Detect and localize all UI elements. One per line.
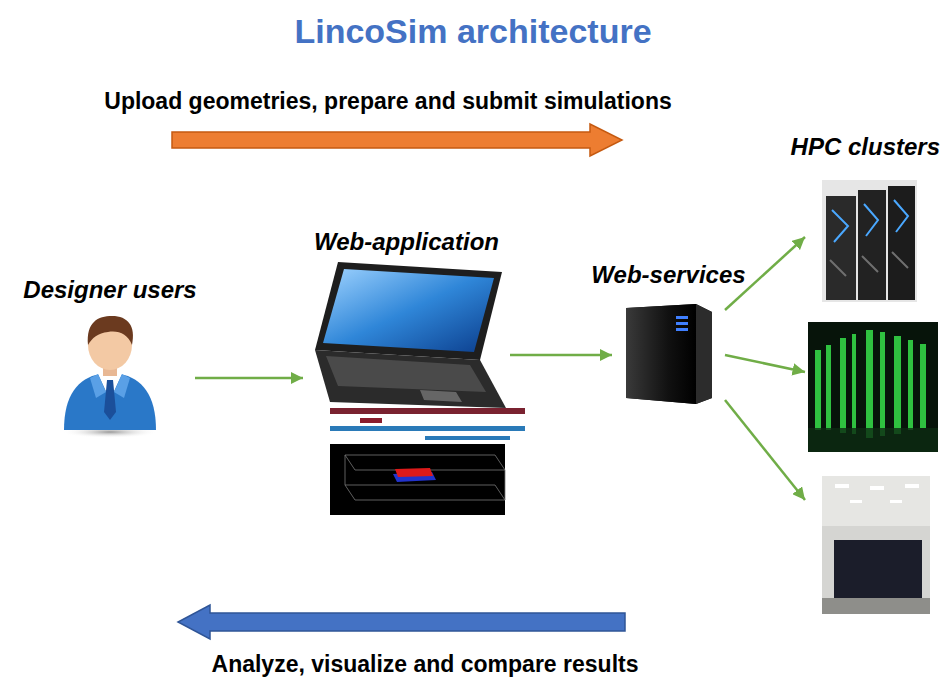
cluster-photo [808,322,938,452]
flow-arrow [195,377,303,380]
component-node: Web-application [303,262,510,515]
component-heading: HPC clusters [791,133,940,162]
component-node: Web-services [612,300,725,405]
component-heading: Designer users [23,276,196,305]
cluster-photo [822,180,917,302]
flow-arrow [510,354,612,357]
flow-arrow [725,400,805,500]
cluster-photo [822,476,930,614]
screenshot [330,408,525,515]
results-arrow [178,605,625,639]
component-heading: Web-services [591,261,745,290]
component-node: HPC clusters [805,180,940,615]
flow-arrow [725,355,805,372]
user-icon [62,316,158,438]
component-heading: Web-application [314,228,499,257]
arrow-caption: Upload geometries, prepare and submit si… [104,88,671,115]
server-icon [626,304,712,404]
laptop-icon [315,262,506,408]
diagram-title: LincoSim architecture [294,12,651,51]
component-node: Designer users [25,310,195,440]
upload-arrow [172,124,622,156]
arrow-caption: Analyze, visualize and compare results [212,651,639,678]
